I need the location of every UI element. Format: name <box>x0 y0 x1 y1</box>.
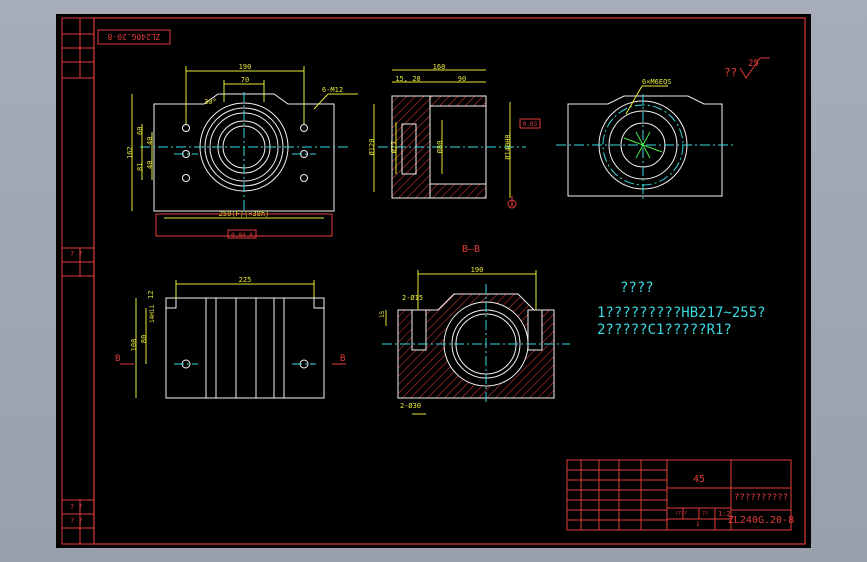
roughness-value: 25 <box>748 59 759 69</box>
title-block: 45 ?????????? ZL240G.20-8 ???? ?? 1:2 1 <box>566 459 794 531</box>
dim-label: 108 <box>130 339 138 352</box>
material-value: 45 <box>693 474 705 485</box>
tb-label: ?? <box>702 511 708 517</box>
dim-label: 60 <box>136 127 144 135</box>
dim-label: Ø80 <box>436 141 444 154</box>
strip-label: ? ? <box>70 250 83 258</box>
side-view: 160 15, 28 90 Ø120 Ø77 Ø80 Ø140H8 0.03 A <box>368 63 541 209</box>
tolerance-tag: 0.04 A <box>231 232 253 239</box>
dim-label: Ø140H8 <box>504 134 512 159</box>
dim-label: 40 <box>146 161 154 169</box>
dim-label: 190 <box>471 266 484 274</box>
cad-canvas: ? ? ? ? ? ? ZL240G.20-8 <box>61 17 806 545</box>
code-box: ZL240G.20-8 <box>97 29 171 45</box>
section-mark: B <box>115 354 120 364</box>
dim-label: 30° <box>204 98 217 106</box>
dim-label: 12 <box>147 291 155 299</box>
dim-label: 14H11 <box>149 305 156 323</box>
roughness-symbol: ?? 25 <box>724 57 770 79</box>
code-box-text: ZL240G.20-8 <box>107 32 160 41</box>
lower-left-view: 225 108 80 12 14H11 B B <box>115 276 346 399</box>
roughness-prefix: ?? <box>724 66 737 79</box>
dim-label: 80 <box>140 335 148 343</box>
dim-label: 162 <box>126 146 134 159</box>
dim-label: 70 <box>241 76 249 84</box>
drawing-number: ZL240G.20-8 <box>728 515 794 526</box>
dim-label: 90 <box>458 75 466 83</box>
datum-label: A <box>510 202 514 209</box>
dim-label: 6×M6EQS <box>642 78 672 86</box>
part-name: ?????????? <box>734 493 788 503</box>
dim-label: 2-Ø30 <box>400 402 421 410</box>
dim-label: Ø120 <box>368 139 376 156</box>
dim-label: 40 <box>146 137 154 145</box>
part-count: 1 <box>696 521 700 528</box>
technical-notes: ???? 1?????????HB217~255? 2?????C1?????R… <box>597 280 766 338</box>
front-view: 190 70 30° 6-M12 162 60 40 40 81 250(F)(… <box>126 63 358 239</box>
notes-line-1: 1?????????HB217~255? <box>597 305 766 321</box>
dim-label: 15 <box>379 310 386 318</box>
notes-line-2: 2?????C1?????R1? <box>597 322 732 338</box>
scale-ratio: 1:2 <box>718 510 731 518</box>
drawing-sheet: ? ? ? ? ? ? ZL240G.20-8 <box>56 14 811 548</box>
dim-label: 160 <box>433 63 446 71</box>
section-bb-view: B—B 190 2-Ø15 15 2-Ø30 <box>379 244 570 415</box>
dim-label: Ø77 <box>390 141 398 154</box>
strip-label: ? ? <box>70 503 83 511</box>
tb-label: ???? <box>675 511 687 517</box>
dim-label: 225 <box>239 276 252 284</box>
dim-label: 6-M12 <box>322 86 343 94</box>
dim-label: 2-Ø15 <box>402 294 423 302</box>
dim-label: 190 <box>239 63 252 71</box>
notes-heading: ???? <box>620 280 654 296</box>
section-mark: B <box>340 354 345 364</box>
strip-label: ? ? <box>70 517 83 525</box>
dim-label: 81 <box>136 163 144 171</box>
top-right-view: 6×M6EQS <box>556 78 736 200</box>
tolerance-tag: 0.03 <box>523 121 538 128</box>
dim-label: 15, 28 <box>395 75 420 83</box>
section-title: B—B <box>462 244 480 255</box>
drawing-frame: ? ? ? ? ? ? <box>61 17 806 545</box>
